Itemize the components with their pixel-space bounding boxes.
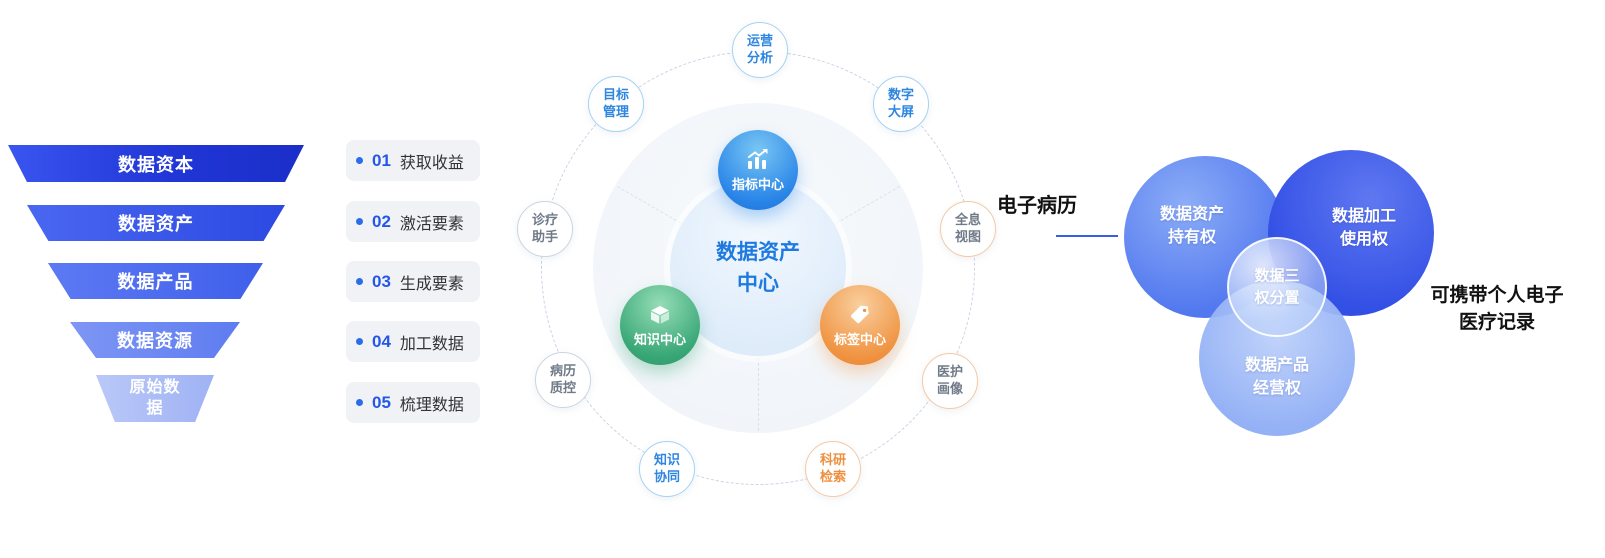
node-label: 指标中心 <box>731 176 784 192</box>
satellite-research-search: 科研 检索 <box>805 441 861 497</box>
step-label: 梳理数据 <box>399 396 464 414</box>
step-item: 04 加工数据 <box>346 321 480 362</box>
venn-center-circle <box>1227 237 1327 337</box>
satellite-operation-analysis: 运营 分析 <box>732 22 788 78</box>
step-number: 04 <box>372 331 391 351</box>
step-number: 05 <box>372 392 391 412</box>
bullet-dot-icon <box>356 218 363 225</box>
satellite-digital-screen: 数字 大屏 <box>873 76 929 132</box>
node-indicator-center: 指标中心 <box>718 130 798 210</box>
venn-label-center: 数据三 权分置 <box>1254 267 1300 306</box>
step-number: 03 <box>372 271 391 291</box>
funnel-level-1: 数据资本 <box>8 145 304 182</box>
satellite-staff-portrait: 医护 画像 <box>922 353 978 409</box>
step-label: 激活要素 <box>399 215 464 233</box>
step-item: 01 获取收益 <box>346 140 480 181</box>
funnel-level-3: 数据产品 <box>48 263 263 299</box>
node-knowledge-center: 知识中心 <box>620 285 700 365</box>
bullet-dot-icon <box>356 399 363 406</box>
emr-label: 电子病历 <box>997 195 1077 217</box>
step-item: 05 梳理数据 <box>346 382 480 423</box>
venn-label-holding-right: 数据资产 持有权 <box>1159 205 1225 246</box>
satellite-record-quality-control: 病历 质控 <box>535 352 591 408</box>
funnel-level-5: 原始数据 <box>96 375 214 422</box>
portable-record-label: 可携带个人电子 医疗记录 <box>1430 285 1564 333</box>
node-label: 标签中心 <box>833 331 886 347</box>
step-label: 获取收益 <box>399 154 464 172</box>
step-item: 02 激活要素 <box>346 201 480 242</box>
node-label: 知识中心 <box>633 331 686 347</box>
emr-connector-line <box>1056 235 1118 237</box>
venn-label-usage-right: 数据加工 使用权 <box>1331 207 1397 248</box>
step-label: 生成要素 <box>399 275 464 293</box>
satellite-knowledge-collaboration: 知识 协同 <box>639 441 695 497</box>
satellite-diagnosis-assistant: 诊疗 助手 <box>517 201 573 257</box>
satellite-goal-management: 目标 管理 <box>588 76 644 132</box>
bar-chart-icon <box>745 148 771 172</box>
bullet-dot-icon <box>356 278 363 285</box>
step-label: 加工数据 <box>399 335 464 353</box>
funnel-level-4: 数据资源 <box>70 322 240 358</box>
bullet-dot-icon <box>356 338 363 345</box>
satellite-holographic-view: 全息 视图 <box>940 201 996 257</box>
step-number: 01 <box>372 150 391 170</box>
step-item: 03 生成要素 <box>346 261 480 302</box>
step-number: 02 <box>372 211 391 231</box>
node-tag-center: 标签中心 <box>820 285 900 365</box>
bullet-dot-icon <box>356 157 363 164</box>
data-asset-hub-diagram: 数据资产 中心 指标中心 知识中心 <box>500 0 1020 558</box>
funnel-level-2: 数据资产 <box>27 205 285 241</box>
venn-label-operation-right: 数据产品 经营权 <box>1244 356 1310 397</box>
book-icon <box>648 303 672 327</box>
tag-icon <box>848 303 872 327</box>
